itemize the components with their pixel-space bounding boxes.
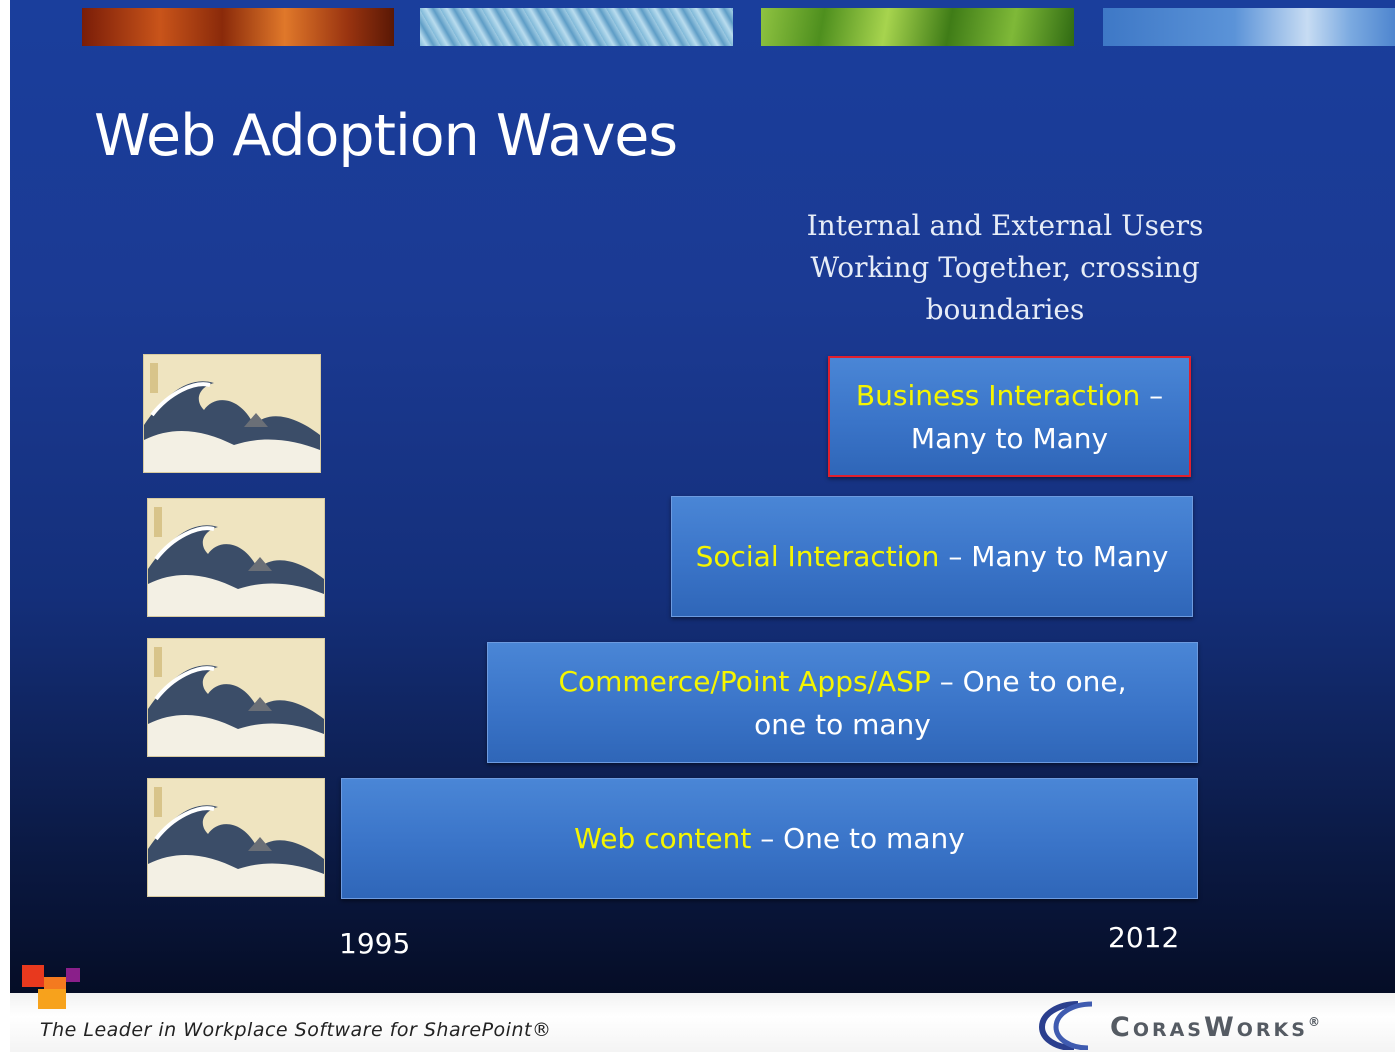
brand-name: CorasWorks® <box>1110 1012 1323 1043</box>
bar-text: – Many to Many <box>910 378 1164 455</box>
web-content-box: Web content – One to many <box>341 778 1198 899</box>
brand-registered-mark: ® <box>1307 1015 1323 1029</box>
slide-subtitle: Internal and External Users Working Toge… <box>806 209 1204 326</box>
great-wave-icon <box>147 778 325 897</box>
bar-highlight: Commerce/Point Apps/ASP <box>558 664 931 698</box>
sky-banner-image <box>1103 8 1395 46</box>
bar-highlight: Web content <box>574 822 752 855</box>
squares-logo-icon <box>22 963 82 1013</box>
water-banner-image <box>420 8 733 46</box>
business-interaction-box: Business Interaction – Many to Many <box>828 356 1191 477</box>
year-start-label: 1995 <box>339 927 411 960</box>
bar-text: – Many to Many <box>939 540 1169 573</box>
great-wave-icon <box>147 498 325 617</box>
bar-text: – One to one, one to many <box>754 664 1127 741</box>
great-wave-icon <box>147 638 325 757</box>
bar-highlight: Social Interaction <box>695 540 940 573</box>
grass-banner-image <box>761 8 1074 46</box>
footer-bar <box>10 993 1395 1052</box>
fire-banner-image <box>82 8 394 46</box>
brand-name-text: CorasWorks <box>1110 1012 1308 1043</box>
bar-highlight: Business Interaction <box>855 378 1141 412</box>
year-end-label: 2012 <box>1108 921 1180 954</box>
corasworks-c-icon <box>1036 1000 1106 1051</box>
slide: Web Adoption Waves Internal and External… <box>10 0 1395 993</box>
slide-title: Web Adoption Waves <box>94 103 678 169</box>
footer-tagline: The Leader in Workplace Software for Sha… <box>40 1019 552 1041</box>
great-wave-icon <box>143 354 321 473</box>
commerce-apps-box: Commerce/Point Apps/ASP – One to one, on… <box>487 642 1198 763</box>
social-interaction-box: Social Interaction – Many to Many <box>671 496 1193 617</box>
bar-text: – One to many <box>751 822 965 855</box>
